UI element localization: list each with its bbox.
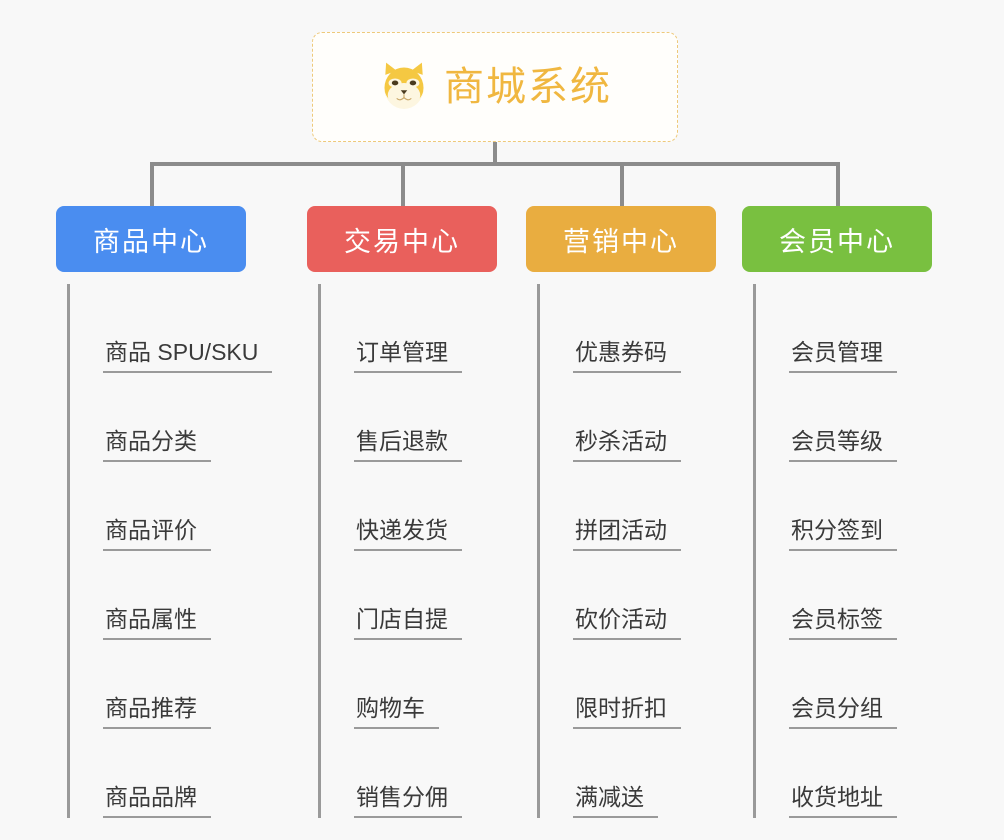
leaf-label: 会员等级 xyxy=(789,428,897,462)
leaf-label: 满减送 xyxy=(573,784,658,818)
branch-label-3: 营销中心 xyxy=(563,226,679,257)
leaf-label: 商品品牌 xyxy=(103,784,211,818)
branch-children-3: 优惠券码 秒杀活动 拼团活动 砍价活动 限时折扣 满减送 xyxy=(537,284,716,818)
connector-root-stem xyxy=(493,142,497,164)
list-item[interactable]: 砍价活动 xyxy=(540,551,716,640)
branch-children-2: 订单管理 售后退款 快递发货 门店自提 购物车 销售分佣 xyxy=(318,284,497,818)
list-item[interactable]: 订单管理 xyxy=(321,284,497,373)
list-item[interactable]: 优惠券码 xyxy=(540,284,716,373)
connector-drop-3 xyxy=(620,162,624,208)
connector-drop-4 xyxy=(836,162,840,208)
shiba-dog-face-icon xyxy=(384,62,424,109)
list-item[interactable]: 商品属性 xyxy=(70,551,246,640)
leaf-label: 快递发货 xyxy=(354,517,462,551)
list-item[interactable]: 快递发货 xyxy=(321,462,497,551)
list-item[interactable]: 商品评价 xyxy=(70,462,246,551)
branch-children-1: 商品 SPU/SKU 商品分类 商品评价 商品属性 商品推荐 商品品牌 xyxy=(67,284,273,818)
leaf-label: 商品属性 xyxy=(103,606,211,640)
list-item[interactable]: 收货地址 xyxy=(756,729,932,818)
leaf-label: 优惠券码 xyxy=(573,339,681,373)
leaf-label: 商品评价 xyxy=(103,517,211,551)
list-item[interactable]: 满减送 xyxy=(540,729,716,818)
list-item[interactable]: 限时折扣 xyxy=(540,640,716,729)
leaf-label: 订单管理 xyxy=(354,339,462,373)
leaf-label: 商品分类 xyxy=(103,428,211,462)
leaf-label: 砍价活动 xyxy=(573,606,681,640)
list-item[interactable]: 购物车 xyxy=(321,640,497,729)
branch-column-1: 商品中心 商品 SPU/SKU 商品分类 商品评价 商品属性 商品推荐 商品品牌 xyxy=(56,206,273,818)
leaf-label: 积分签到 xyxy=(789,517,897,551)
list-item[interactable]: 会员管理 xyxy=(756,284,932,373)
branch-label-4: 会员中心 xyxy=(779,226,895,257)
leaf-label: 购物车 xyxy=(354,695,439,729)
list-item[interactable]: 商品推荐 xyxy=(70,640,246,729)
branch-header-4[interactable]: 会员中心 xyxy=(742,206,932,272)
branch-header-2[interactable]: 交易中心 xyxy=(307,206,497,272)
branch-children-4: 会员管理 会员等级 积分签到 会员标签 会员分组 收货地址 xyxy=(753,284,932,818)
list-item[interactable]: 商品分类 xyxy=(70,373,246,462)
leaf-label: 销售分佣 xyxy=(354,784,462,818)
branch-header-1[interactable]: 商品中心 xyxy=(56,206,246,272)
branch-column-2: 交易中心 订单管理 售后退款 快递发货 门店自提 购物车 销售分佣 xyxy=(307,206,497,818)
branch-label-1: 商品中心 xyxy=(93,226,209,257)
leaf-label: 会员分组 xyxy=(789,695,897,729)
list-item[interactable]: 秒杀活动 xyxy=(540,373,716,462)
list-item[interactable]: 销售分佣 xyxy=(321,729,497,818)
leaf-label: 会员管理 xyxy=(789,339,897,373)
leaf-label: 售后退款 xyxy=(354,428,462,462)
leaf-label: 门店自提 xyxy=(354,606,462,640)
leaf-label: 商品推荐 xyxy=(103,695,211,729)
connector-drop-2 xyxy=(401,162,405,208)
leaf-label: 拼团活动 xyxy=(573,517,681,551)
list-item[interactable]: 商品品牌 xyxy=(70,729,246,818)
leaf-label: 秒杀活动 xyxy=(573,428,681,462)
list-item[interactable]: 门店自提 xyxy=(321,551,497,640)
branch-header-3[interactable]: 营销中心 xyxy=(526,206,716,272)
leaf-label: 商品 SPU/SKU xyxy=(103,339,273,373)
list-item[interactable]: 商品 SPU/SKU xyxy=(70,284,273,373)
list-item[interactable]: 会员标签 xyxy=(756,551,932,640)
root-title: 商城系统 xyxy=(444,65,612,109)
branch-column-4: 会员中心 会员管理 会员等级 积分签到 会员标签 会员分组 收货地址 xyxy=(742,206,932,818)
list-item[interactable]: 积分签到 xyxy=(756,462,932,551)
branch-column-3: 营销中心 优惠券码 秒杀活动 拼团活动 砍价活动 限时折扣 满减送 xyxy=(526,206,716,818)
leaf-label: 会员标签 xyxy=(789,606,897,640)
list-item[interactable]: 拼团活动 xyxy=(540,462,716,551)
list-item[interactable]: 会员等级 xyxy=(756,373,932,462)
list-item[interactable]: 售后退款 xyxy=(321,373,497,462)
connector-drop-1 xyxy=(150,162,154,208)
leaf-label: 限时折扣 xyxy=(573,695,681,729)
list-item[interactable]: 会员分组 xyxy=(756,640,932,729)
connector-horizontal-bus xyxy=(150,162,840,166)
branch-label-2: 交易中心 xyxy=(344,226,460,257)
leaf-label: 收货地址 xyxy=(789,784,897,818)
root-node-shop-system[interactable]: 商城系统 xyxy=(312,32,678,142)
